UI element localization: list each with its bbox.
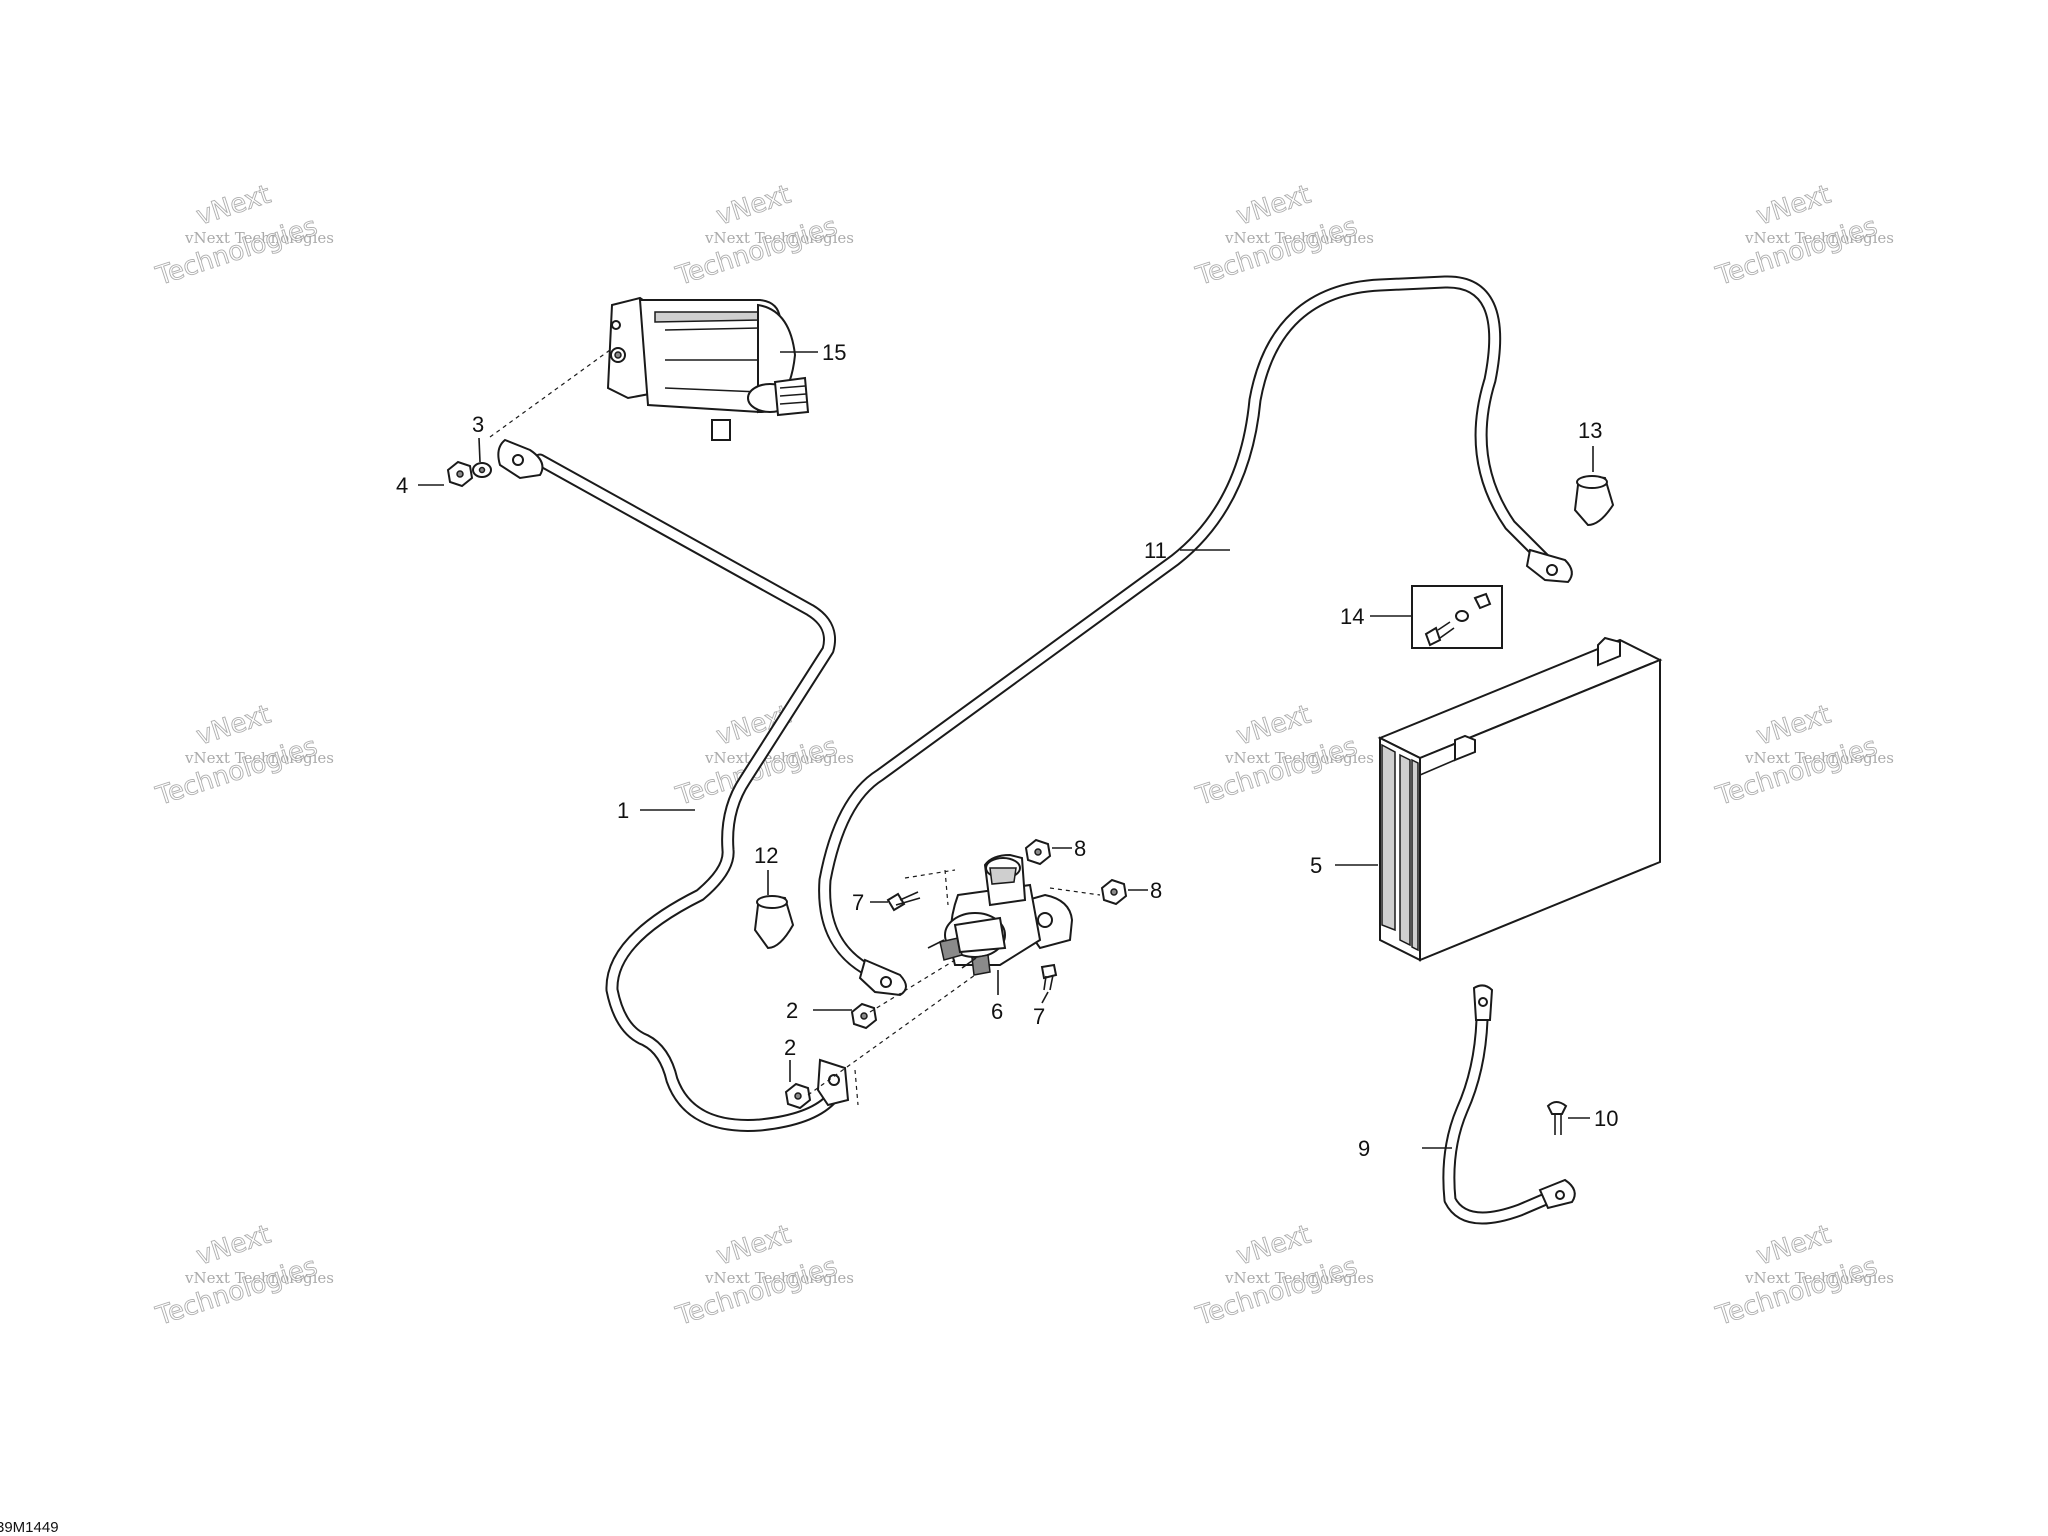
solenoid-bolt-upper [886, 891, 921, 912]
solenoid-nut-8-upper [1024, 838, 1052, 866]
watermark: vNext vNext Technologies Technologies [1711, 1219, 1894, 1332]
battery-terminal-kit [1411, 585, 1503, 649]
svg-text:vNext Technologies: vNext Technologies [1224, 1269, 1374, 1287]
callout-4: 4 [396, 473, 408, 498]
callout-9: 9 [1358, 1136, 1370, 1161]
watermark: vNext vNext Technologies Technologies [1191, 1219, 1374, 1332]
svg-text:vNext Technologies: vNext Technologies [704, 229, 854, 247]
svg-text:vNext Technologies: vNext Technologies [1744, 749, 1894, 767]
svg-text:vNext: vNext [1753, 1220, 1835, 1272]
assembly-guides [489, 349, 1101, 1106]
svg-text:Technologies: Technologies [1712, 732, 1881, 812]
watermark: vNext vNext Technologies Technologies [1711, 179, 1894, 292]
svg-text:vNext Technologies: vNext Technologies [704, 749, 854, 767]
ground-bolt [1546, 1101, 1568, 1135]
callout-12: 12 [754, 843, 778, 868]
svg-text:vNext: vNext [713, 180, 795, 232]
svg-text:vNext Technologies: vNext Technologies [184, 229, 334, 247]
callout-1: 1 [617, 798, 629, 823]
svg-text:vNext: vNext [713, 1220, 795, 1272]
starter-washer [472, 462, 492, 478]
watermark: vNext vNext Technologies Technologies [671, 1219, 854, 1332]
svg-text:Technologies: Technologies [152, 732, 321, 812]
terminal-boot-solenoid [753, 895, 795, 950]
callout-10: 10 [1594, 1106, 1618, 1131]
callout-7-left: 7 [852, 890, 864, 915]
watermark: vNext vNext Technologies Technologies [671, 179, 854, 292]
starter-motor [606, 296, 810, 441]
starter-nut [446, 460, 474, 488]
svg-text:Technologies: Technologies [672, 1252, 841, 1332]
svg-text:Technologies: Technologies [152, 212, 321, 292]
svg-text:vNext: vNext [1753, 700, 1835, 752]
callout-8-right: 8 [1150, 878, 1162, 903]
svg-text:vNext Technologies: vNext Technologies [1224, 229, 1374, 247]
watermark: vNext vNext Technologies Technologies [1191, 179, 1374, 292]
svg-text:Technologies: Technologies [1712, 212, 1881, 292]
svg-text:Technologies: Technologies [1192, 732, 1361, 812]
watermark: vNext vNext Technologies Technologies [1191, 699, 1374, 812]
ground-cable [1442, 984, 1576, 1225]
starter-cable [497, 438, 850, 1132]
watermark: vNext vNext Technologies Technologies [151, 1219, 334, 1332]
battery [1377, 636, 1663, 962]
svg-text:vNext Technologies: vNext Technologies [1744, 1269, 1894, 1287]
svg-text:Technologies: Technologies [1192, 1252, 1361, 1332]
solenoid-nut-lower [784, 1082, 812, 1110]
battery-terminal-positive [1597, 636, 1621, 667]
svg-text:vNext: vNext [193, 180, 275, 232]
solenoid-nut-upper [850, 1002, 878, 1030]
solenoid-bolt-lower [1040, 963, 1058, 991]
svg-text:vNext Technologies: vNext Technologies [1224, 749, 1374, 767]
battery-positive-cable [818, 275, 1573, 997]
watermark: vNext vNext Technologies Technologies [151, 699, 334, 812]
terminal-boot-battery [1573, 475, 1615, 527]
svg-text:vNext: vNext [1753, 180, 1835, 232]
solenoid-nut-8-right [1100, 878, 1128, 906]
callout-8-upper: 8 [1074, 836, 1086, 861]
callout-11: 11 [1144, 538, 1167, 563]
watermark: vNext vNext Technologies Technologies [1711, 699, 1894, 812]
starter-solenoid [927, 853, 1074, 976]
svg-text:vNext Technologies: vNext Technologies [184, 749, 334, 767]
callout-14: 14 [1340, 604, 1364, 629]
callout-3: 3 [472, 412, 484, 437]
callout-5: 5 [1310, 853, 1322, 878]
callout-2-lower: 2 [784, 1035, 796, 1060]
svg-text:vNext: vNext [1233, 700, 1315, 752]
svg-text:vNext Technologies: vNext Technologies [184, 1269, 334, 1287]
svg-text:vNext Technologies: vNext Technologies [704, 1269, 854, 1287]
callout-7-right: 7 [1033, 1004, 1045, 1029]
svg-text:Technologies: Technologies [152, 1252, 321, 1332]
svg-text:Technologies: Technologies [672, 212, 841, 292]
callout-2-upper: 2 [786, 998, 798, 1023]
callout-6: 6 [991, 999, 1003, 1024]
svg-text:vNext: vNext [1233, 180, 1315, 232]
callout-leaders [418, 351, 1594, 1149]
callout-labels: 1 2 2 3 4 5 6 7 7 8 8 9 10 11 12 13 14 1… [396, 340, 1618, 1161]
callout-13: 13 [1578, 418, 1602, 443]
callout-15: 15 [822, 340, 846, 365]
svg-text:vNext Technologies: vNext Technologies [1744, 229, 1894, 247]
diagram-reference-code: 39M1449 [0, 1519, 59, 1536]
svg-text:vNext: vNext [193, 700, 275, 752]
svg-text:vNext: vNext [1233, 1220, 1315, 1272]
watermark: vNext vNext Technologies Technologies [151, 179, 334, 292]
battery-terminal-negative [1454, 734, 1476, 762]
svg-text:Technologies: Technologies [1712, 1252, 1881, 1332]
svg-text:vNext: vNext [193, 1220, 275, 1272]
svg-text:Technologies: Technologies [1192, 212, 1361, 292]
